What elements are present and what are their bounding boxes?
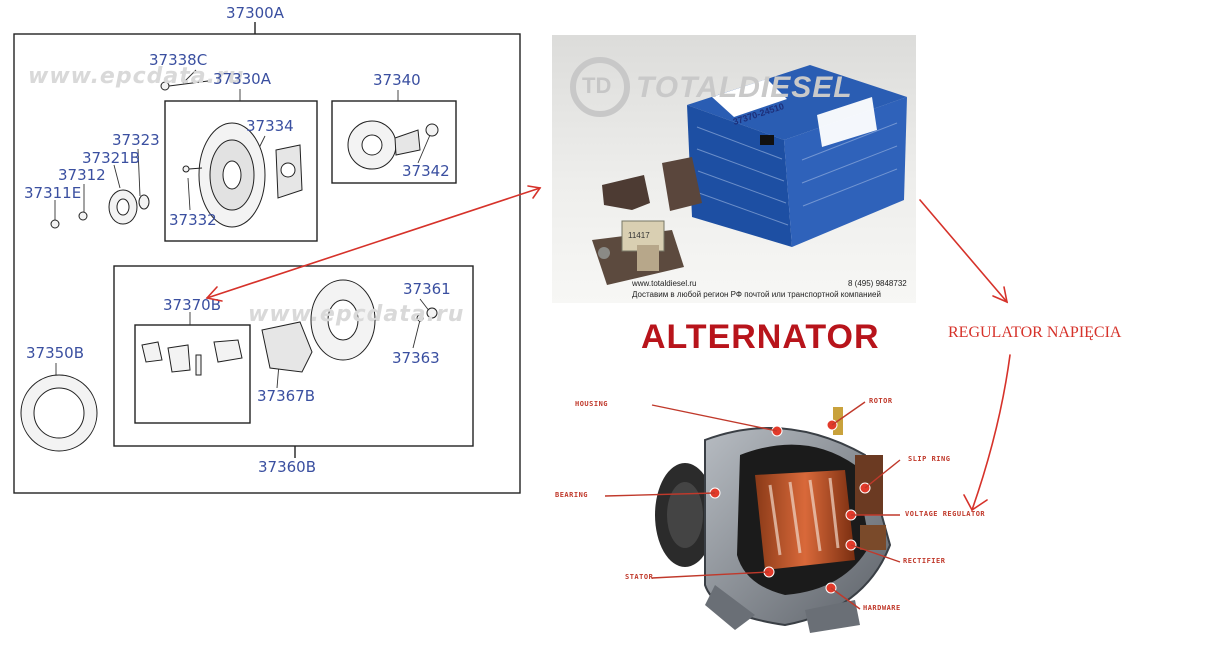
assembly-frame <box>13 33 521 494</box>
part-number: 37323 <box>112 131 160 149</box>
label-slip-ring: SLIP RING <box>908 455 951 463</box>
arrow-head <box>992 286 1009 304</box>
double-arrow-line <box>206 187 541 299</box>
label-voltage-regulator: VOLTAGE REGULATOR <box>905 510 986 518</box>
watermark: www.epcdata.ru <box>28 64 245 89</box>
parts-diagram-drawing <box>13 22 521 494</box>
product-photo: TD TOTALDIESEL 37370-24510 11417 www.tot… <box>552 35 916 303</box>
label-stator: STATOR <box>625 573 654 581</box>
arrow-to-label <box>919 199 1008 303</box>
brand-logo: TD <box>582 73 612 98</box>
part-number: 37342 <box>402 162 450 180</box>
part-number: 37311E <box>24 184 82 202</box>
arrow-head <box>963 494 988 512</box>
part-number: 37363 <box>392 349 440 367</box>
regulator-label: REGULATOR NAPIĘCIA <box>948 324 1122 341</box>
delivery-caption: Доставим в любой регион РФ почтой или тр… <box>632 290 881 299</box>
part-number: 37370B <box>163 296 222 314</box>
label-rectifier: RECTIFIER <box>903 557 946 565</box>
part-number: 37330A <box>213 70 271 88</box>
part-number: 37367B <box>257 387 316 405</box>
arrow-to-voltage-regulator <box>971 354 1011 511</box>
part-number: 37340 <box>373 71 421 89</box>
alternator-title: ALTERNATOR <box>641 318 880 356</box>
regulator-code: 11417 <box>628 231 650 240</box>
product-photo-drawing <box>570 57 907 285</box>
part-number-assembly: 37300A <box>226 4 284 22</box>
part-number: 37360B <box>258 458 317 476</box>
parts-diagram: www.epcdata.ru www.epcdata.ru 37300A 373… <box>0 0 540 652</box>
part-number: 37361 <box>403 280 451 298</box>
brand-watermark: TOTALDIESEL <box>636 71 853 104</box>
part-number: 37350B <box>26 344 85 362</box>
part-number: 37334 <box>246 117 294 135</box>
label-housing: HOUSING <box>575 400 609 408</box>
label-hardware: HARDWARE <box>863 604 901 612</box>
arrow-head-right <box>527 185 542 199</box>
website-caption: www.totaldiesel.ru <box>632 279 697 288</box>
part-number: 37321B <box>82 149 141 167</box>
label-bearing: BEARING <box>555 491 589 499</box>
arrow-head-left <box>205 286 223 302</box>
part-number: 37338C <box>149 51 208 69</box>
alternator-cutaway: HOUSING ROTOR SLIP RING BEARING VOLTAGE … <box>555 385 1025 640</box>
watermark: www.epcdata.ru <box>248 302 465 327</box>
label-rotor: ROTOR <box>869 397 893 405</box>
phone-caption: 8 (495) 9848732 <box>848 279 907 288</box>
part-number: 37332 <box>169 211 217 229</box>
alternator-drawing <box>604 401 901 633</box>
part-number: 37312 <box>58 166 106 184</box>
